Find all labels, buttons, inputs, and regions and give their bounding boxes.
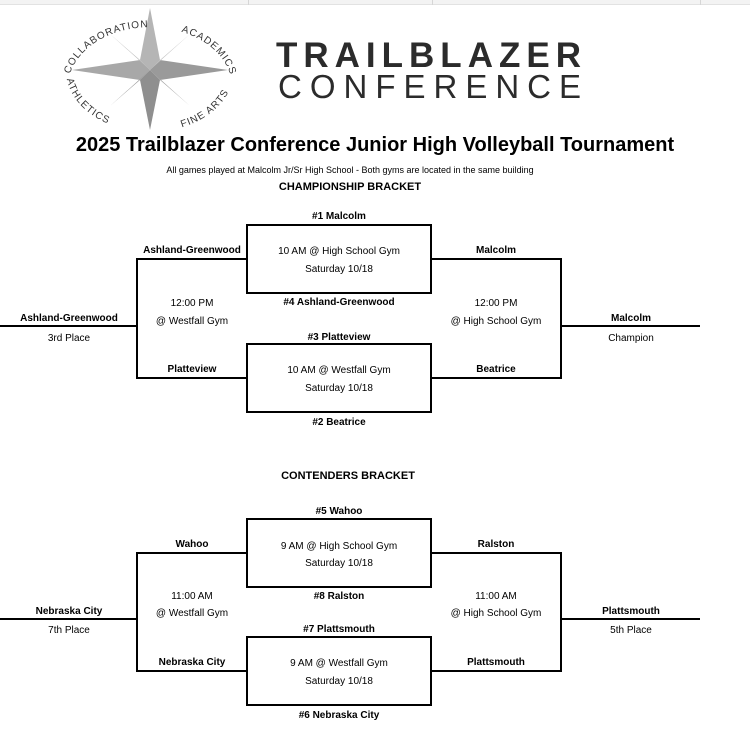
contenders-left-lower-team: Nebraska City [158,657,226,668]
logo-text-athletics: ATHLETICS [64,77,112,127]
contenders-fifth-place-label: 5th Place [610,625,652,636]
championship-right-upper-team: Malcolm [475,245,516,256]
contenders-seventh-place-team: Nebraska City [35,606,103,617]
contenders-right-lower-team: Plattsmouth [467,657,525,668]
championship-right-match-place: @ High School Gym [450,316,542,327]
championship-left-match-time: 12:00 PM [170,298,214,309]
contenders-seed-5: #5 Wahoo [315,506,363,517]
championship-seed-4: #4 Ashland-Greenwood [283,297,395,308]
contenders-game-2-time: 9 AM @ Westfall Gym [290,658,388,669]
brand-name-line2: CONFERENCE [278,68,590,105]
contenders-game-1-box [246,518,432,588]
championship-right-match-time: 12:00 PM [474,298,518,309]
contenders-right-match-place: @ High School Gym [450,608,542,619]
compass-star-icon: COLLABORATION ACADEMICS ATHLETICS FINE A… [62,8,237,130]
conference-logo: COLLABORATION ACADEMICS ATHLETICS FINE A… [40,4,260,134]
championship-game-2-time: 10 AM @ Westfall Gym [287,365,391,376]
contenders-seventh-place-label: 7th Place [48,625,90,636]
championship-seed-3: #3 Platteview [307,332,371,343]
brand-name-line1: TRAILBLAZER [276,36,587,75]
top-toolbar-strip [0,0,750,5]
contenders-left-upper-team: Wahoo [175,539,209,550]
page-title: 2025 Trailblazer Conference Junior High … [75,134,675,156]
contenders-game-2-box [246,636,432,706]
contenders-game-2-date: Saturday 10/18 [305,676,373,687]
contenders-left-match-time: 11:00 AM [171,591,213,602]
contenders-right-match-time: 11:00 AM [475,591,517,602]
contenders-left-match-place: @ Westfall Gym [155,608,229,619]
championship-seed-2: #2 Beatrice [312,417,366,428]
championship-champion-team: Malcolm [610,313,651,324]
contenders-right-upper-team: Ralston [477,539,515,550]
championship-seed-1: #1 Malcolm [312,211,366,222]
championship-game-1-box [246,224,432,294]
contenders-seed-6: #6 Nebraska City [298,710,380,721]
championship-left-lower-team: Platteview [167,364,217,375]
contenders-seed-7: #7 Plattsmouth [303,624,375,635]
championship-game-1-time: 10 AM @ High School Gym [278,246,400,257]
contenders-game-1-date: Saturday 10/18 [305,558,373,569]
championship-game-2-date: Saturday 10/18 [305,383,373,394]
contenders-seed-8: #8 Ralston [313,591,365,602]
championship-left-match-place: @ Westfall Gym [155,316,229,327]
championship-third-place-team: Ashland-Greenwood [20,313,118,324]
championship-game-2-box [246,343,432,413]
championship-champion-label: Champion [608,333,654,344]
contenders-game-1-time: 9 AM @ High School Gym [280,541,398,552]
contenders-fifth-place-team: Plattsmouth [602,606,660,617]
championship-left-upper-team: Ashland-Greenwood [143,245,241,256]
championship-heading: CHAMPIONSHIP BRACKET [278,181,422,193]
championship-game-1-date: Saturday 10/18 [305,264,373,275]
championship-right-lower-team: Beatrice [476,364,516,375]
logo-text-fine-arts: FINE ARTS [179,87,231,130]
championship-third-place-label: 3rd Place [47,333,91,344]
contenders-heading: CONTENDERS BRACKET [281,470,415,482]
page-subtitle: All games played at Malcolm Jr/Sr High S… [166,165,534,175]
